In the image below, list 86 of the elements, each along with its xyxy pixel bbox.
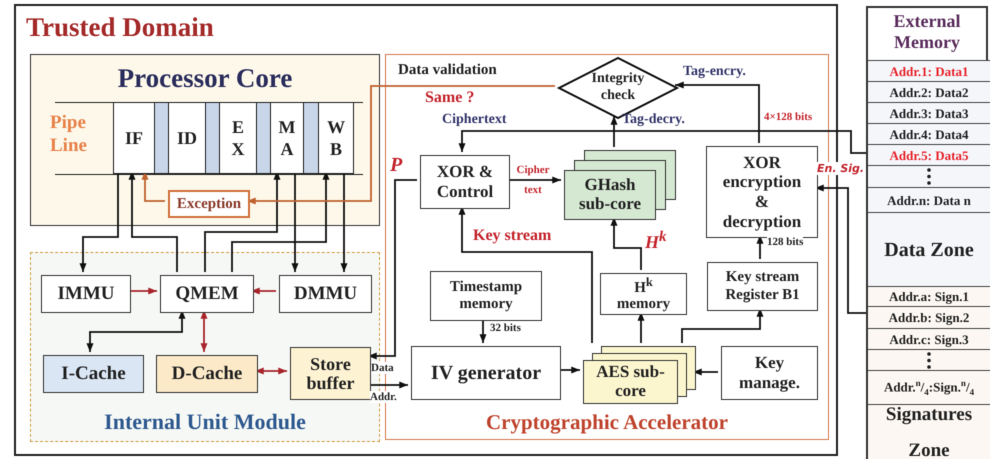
- arrow: [610, 116, 618, 147]
- edge-label: Tag-decry.: [622, 112, 685, 128]
- arrow: [756, 235, 764, 259]
- arrow: [247, 85, 555, 204]
- arrow: [200, 310, 208, 352]
- annotation-text: Pipe Line: [50, 112, 88, 158]
- edge-label: Ciphertext: [442, 112, 507, 128]
- edge-label: H$^{k}$: [645, 229, 667, 253]
- arrow: [204, 171, 280, 272]
- annotation-text: 4×128 bits: [764, 111, 812, 123]
- annotation-text: Same ?: [425, 89, 474, 107]
- unit-block: I-Cache: [43, 355, 144, 393]
- pipeline-stage: IF: [113, 102, 155, 174]
- edge-label: P: [390, 154, 402, 177]
- unit-block: XOR & Control: [420, 155, 510, 209]
- memory-row: Addr.3: Data3: [868, 102, 990, 123]
- exception-block: Exception: [168, 190, 250, 218]
- arrow: [292, 171, 298, 272]
- edge-label: En. Sig.: [817, 162, 864, 175]
- group-title: Processor Core: [116, 63, 294, 94]
- arrow: [80, 171, 119, 272]
- memory-row: Addr.2: Data2: [868, 81, 990, 102]
- edge-label: Data: [371, 362, 394, 374]
- trusted-domain-frame: [14, 4, 838, 456]
- unit-block: IV generator: [411, 346, 561, 400]
- unit-block: Store buffer: [290, 347, 371, 400]
- unit-block: Timestamp memory: [430, 271, 542, 321]
- unit-block: QMEM: [160, 275, 254, 313]
- arrow: [610, 217, 642, 270]
- arrow: [142, 171, 165, 202]
- memory-row: Addr.a: Sign.1: [868, 286, 990, 306]
- arrow: [458, 130, 866, 154]
- memory-zone: Data Zone: [868, 212, 990, 286]
- edge-label: Key stream: [473, 227, 552, 245]
- unit-block: DMMU: [279, 275, 372, 313]
- unit-block: XOR encryption & decryption: [706, 146, 818, 238]
- arrow: [638, 312, 644, 343]
- arrow: [480, 318, 486, 343]
- arrow: [251, 288, 276, 294]
- arrow: [340, 171, 348, 272]
- unit-block: H$^{k}$ memory: [600, 273, 687, 315]
- memory-zone: Signatures Zone: [868, 404, 990, 459]
- group-title: Internal Unit Module: [103, 409, 307, 435]
- annotation-text: Data validation: [398, 62, 497, 79]
- arrow: [128, 288, 157, 294]
- arrow: [368, 382, 408, 388]
- pipeline-stage: ID: [168, 102, 206, 174]
- arrow: [368, 179, 417, 360]
- arrow: [675, 82, 760, 143]
- memory-row: Addr.n: Data n: [868, 187, 990, 212]
- memory-row: Addr.4: Data4: [868, 123, 990, 144]
- edge-label: Tag-encry.: [683, 64, 746, 80]
- memory-row: Addr.1: Data1: [868, 60, 990, 81]
- arrow: [693, 368, 718, 376]
- group-title: Trusted Domain: [26, 12, 214, 43]
- unit-block: D-Cache: [156, 355, 258, 393]
- group-title: External Memory: [892, 11, 962, 52]
- group-title: Cryptographic Accelerator: [484, 410, 729, 435]
- arrow: [558, 366, 580, 374]
- memory-row: Addr.c: Sign.3: [868, 328, 990, 349]
- memory-row: Addr.$^{n}$/$_{4}$:Sign.$^{n}$/$_{4}$: [868, 370, 990, 404]
- annotation-text: Addr.: [370, 391, 397, 403]
- memory-column: [866, 6, 988, 459]
- arrow: [815, 184, 866, 314]
- memory-row: [868, 349, 990, 370]
- arrow: [86, 310, 186, 352]
- edge-label: Cipher text: [516, 163, 550, 198]
- unit-block: Key manage.: [721, 346, 818, 400]
- arrow: [128, 171, 178, 272]
- memory-row: Addr.5: Data5: [868, 144, 990, 165]
- arrow: [231, 171, 330, 272]
- arrow: [507, 176, 561, 184]
- arrow: [681, 308, 764, 343]
- diamond-text: Integrity check: [590, 71, 646, 105]
- unit-block: Key stream Register B1: [707, 262, 818, 311]
- edge-label: 128 bits: [767, 236, 804, 248]
- unit-block: IMMU: [41, 275, 131, 313]
- memory-row: Addr.b: Sign.2: [868, 306, 990, 328]
- pipeline-stage: M A: [270, 102, 304, 174]
- pipeline-stage: W B: [318, 102, 354, 174]
- processor-core-panel: [30, 54, 380, 226]
- arrow: [255, 368, 287, 374]
- memory-row: [868, 165, 990, 187]
- pipeline-stage: E X: [219, 102, 257, 174]
- arrow: [458, 206, 593, 343]
- edge-label: 32 bits: [490, 322, 521, 334]
